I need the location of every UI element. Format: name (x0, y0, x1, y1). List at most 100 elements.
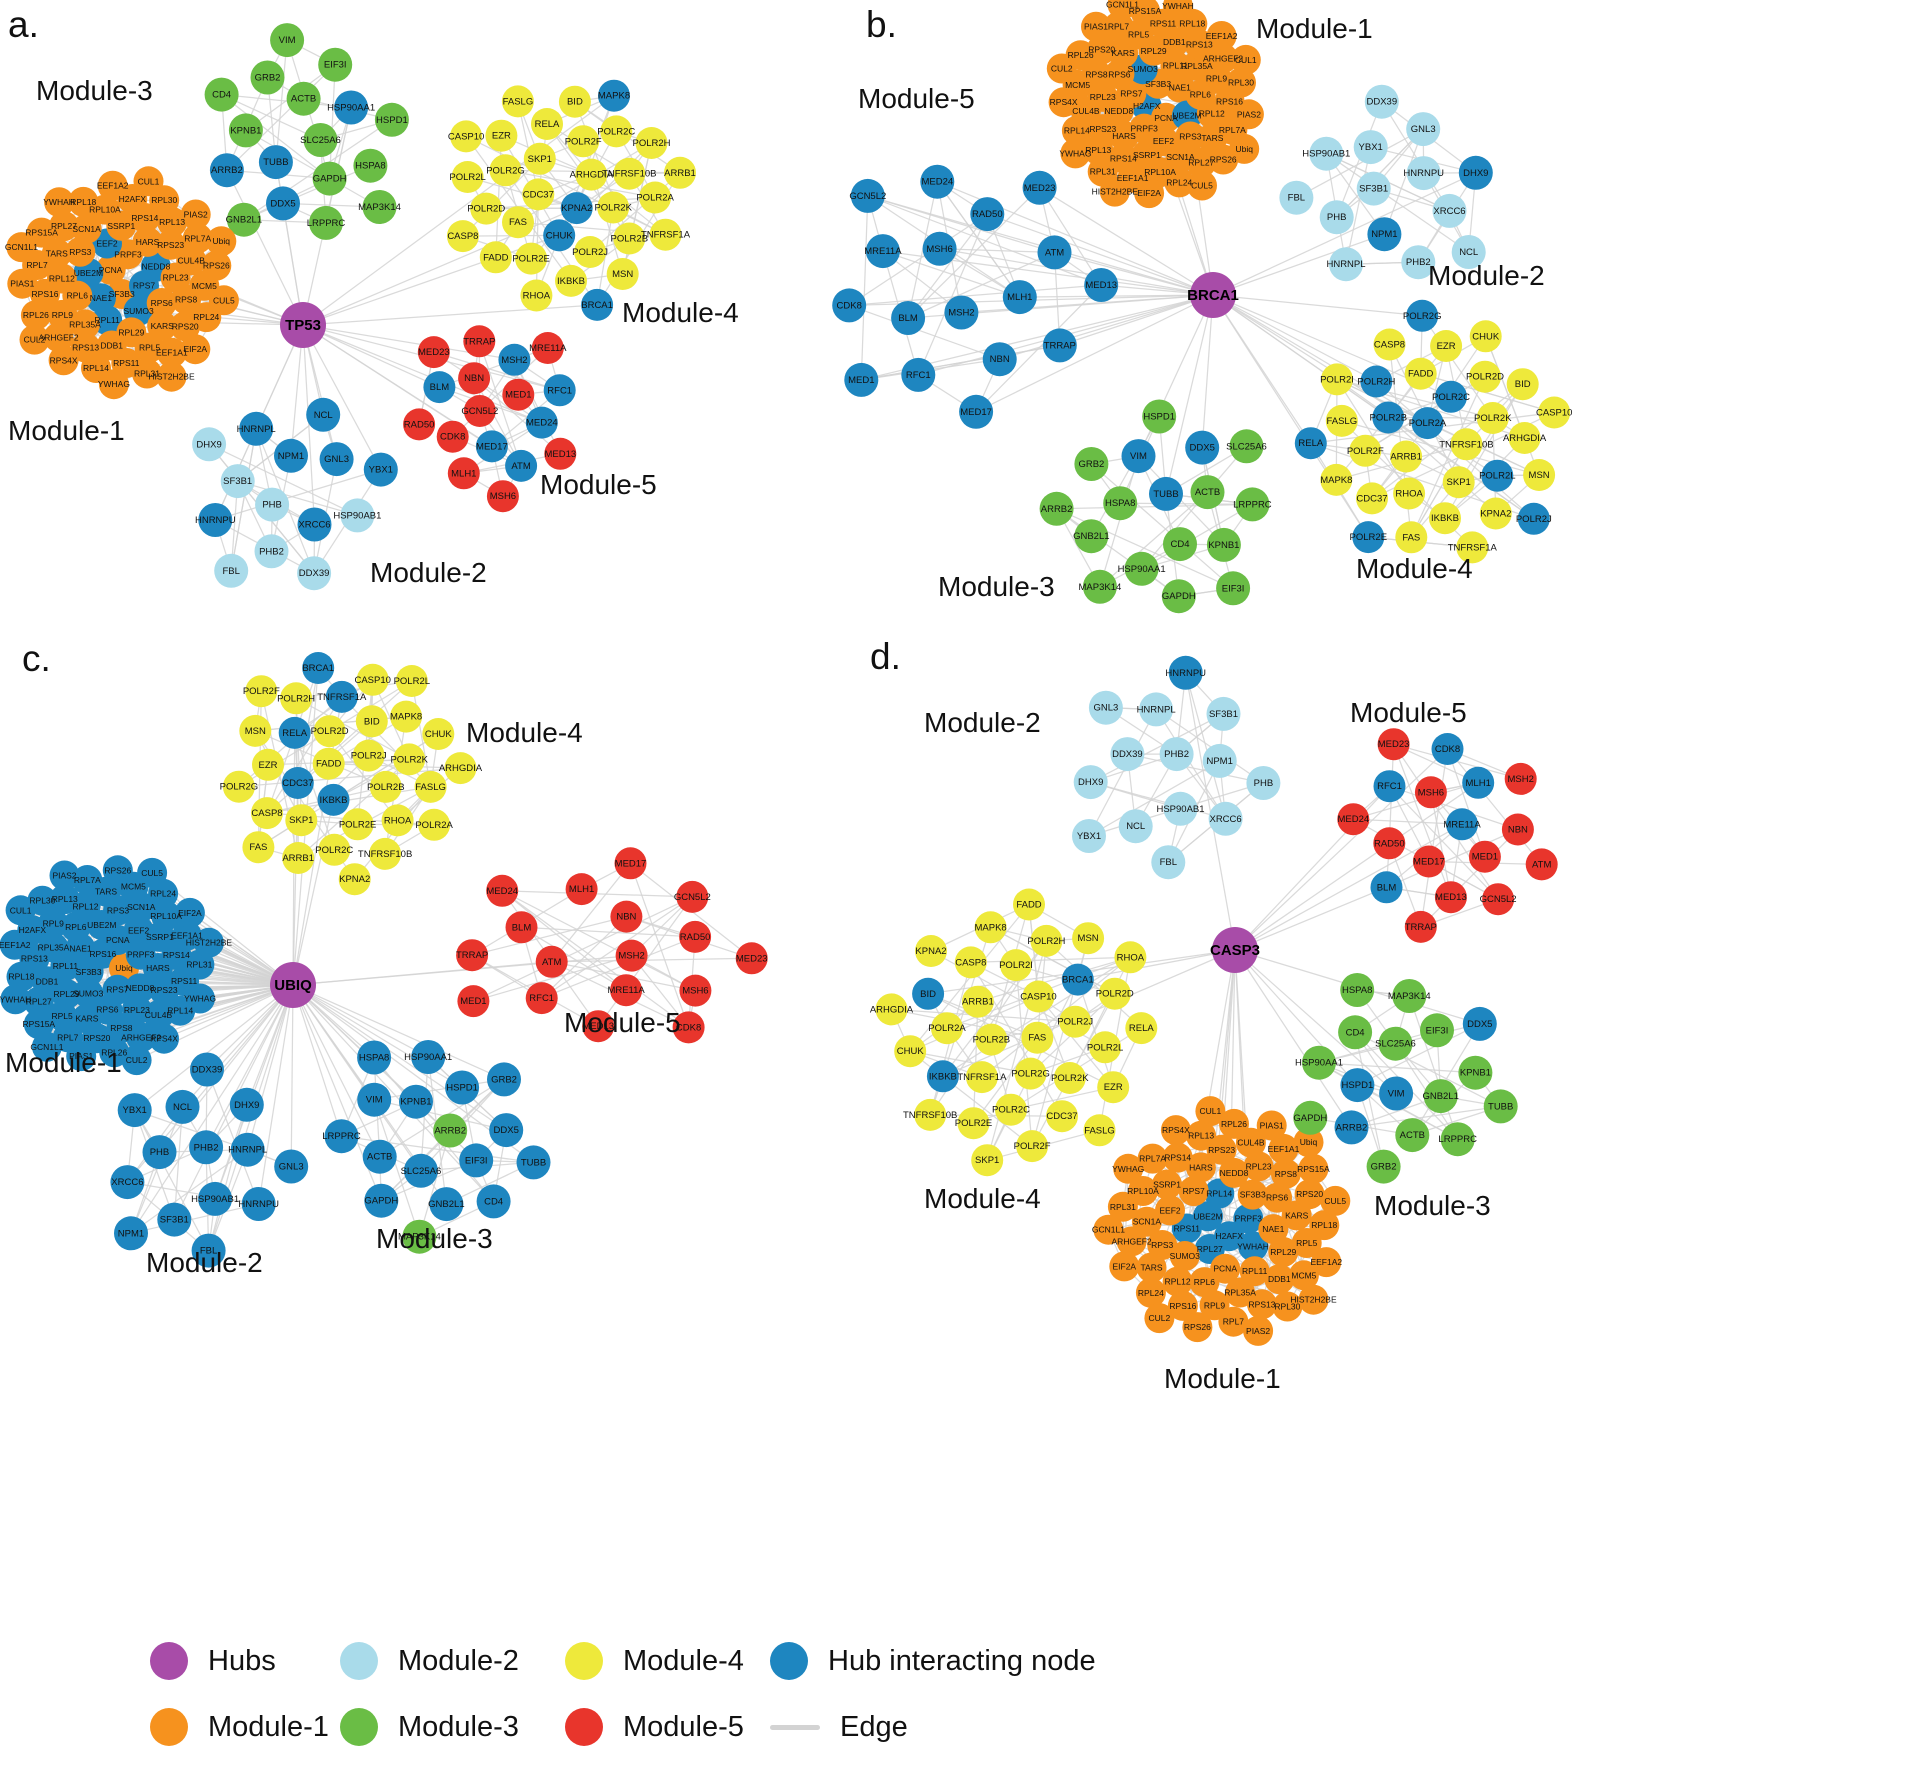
node-label: HSPD1 (446, 1083, 478, 1094)
node-label: MAPK8 (974, 922, 1006, 933)
node-label: RPL31 (134, 369, 160, 379)
node-label: EEF1A1 (1117, 173, 1149, 183)
node-label: MCM5 (192, 281, 217, 291)
node-label: MAP3K14 (358, 202, 401, 213)
node-polr2d (470, 192, 503, 225)
node-label: HIST2H2BE (186, 938, 233, 948)
legend-label: Module-2 (398, 1644, 519, 1677)
node-cul2 (19, 324, 50, 355)
node-label: DDX39 (192, 1065, 223, 1076)
node-label: MED17 (960, 407, 992, 418)
node-polr2j (1517, 502, 1550, 535)
node-label: PHB2 (1406, 257, 1431, 268)
node-label: MSN (245, 726, 266, 737)
node-polr2i (1000, 949, 1032, 982)
node-atm (505, 449, 538, 482)
node-lrpprc (324, 1119, 359, 1154)
node-rps26 (201, 250, 232, 281)
node-polr2d (1098, 977, 1131, 1010)
node-label: FASLG (415, 782, 446, 793)
node-label: PHB2 (259, 546, 284, 557)
node-eif2a (1109, 1251, 1140, 1282)
node-label: SKP1 (975, 1155, 999, 1166)
node-label: KARS (151, 321, 174, 331)
node-label: DDB1 (36, 976, 59, 986)
node-label: POLR2B (973, 1035, 1011, 1046)
node-label: RPS8 (1085, 70, 1107, 80)
node-polr2e (341, 808, 374, 841)
node-label: POLR2F (1014, 1141, 1051, 1152)
node-rps26 (102, 855, 133, 886)
node-dhx9 (192, 427, 227, 462)
node-label: RELA (282, 728, 307, 739)
node-msh6 (1414, 776, 1447, 809)
node-arhgdia (875, 993, 908, 1026)
node-rps4x (1160, 1115, 1191, 1146)
node-label: IKBKB (320, 795, 348, 806)
node-label: RPS3 (107, 906, 129, 916)
node-lrpprc (309, 205, 343, 240)
legend-label: Hub interacting node (828, 1644, 1096, 1677)
node-msh2 (498, 343, 531, 376)
node-casp10 (356, 663, 389, 696)
node-label: RPL11 (95, 315, 121, 325)
node-med17 (959, 394, 994, 429)
node-polr2e (957, 1107, 990, 1140)
node-fas (1395, 521, 1428, 554)
node-rps4x (149, 1023, 179, 1054)
node-polr2h (280, 682, 313, 715)
node-label: ACTB (1195, 487, 1220, 498)
node-rps6 (146, 288, 177, 318)
node-label: MLH1 (451, 468, 476, 479)
node-label: MSH6 (1418, 787, 1444, 798)
node-label: RPS7 (1120, 88, 1142, 98)
node-label: MCM5 (121, 882, 146, 892)
legend-label: Module-5 (623, 1710, 744, 1743)
node-label: POLR2I (1320, 374, 1354, 385)
node-cd4 (1163, 527, 1197, 562)
node-label: RPL29 (54, 989, 80, 999)
node-label: POLR2J (1516, 514, 1552, 525)
node-label: CUL1 (138, 176, 160, 186)
node-polr2e (1352, 521, 1385, 554)
node-rps15a (23, 1009, 54, 1040)
node-label: RPS26 (104, 865, 131, 875)
node-arrb1 (961, 985, 994, 1018)
node-label: MSH6 (682, 986, 708, 997)
node-rpl10a (151, 900, 182, 931)
node-arhgef2 (1208, 43, 1239, 74)
node-label: FADD (1016, 900, 1041, 911)
node-label: MAP3K14 (1388, 991, 1431, 1002)
node-label: POLR2G (486, 165, 525, 176)
legend-item-module-3: Module-3 (340, 1708, 565, 1746)
node-label: SSRP1 (1133, 150, 1161, 160)
node-label: RPL11 (1242, 1266, 1268, 1276)
node-label: POLR2C (1432, 392, 1470, 403)
node-label: YBX1 (369, 465, 393, 476)
node-label: POLR2H (277, 693, 315, 704)
panel-letter-b: b. (866, 4, 897, 45)
node-label: HIST2H2BE (148, 372, 195, 382)
node-actb (286, 81, 321, 116)
node-label: SLC25A6 (1226, 441, 1267, 452)
node-label: SUMO3 (123, 306, 154, 316)
node-label: RPL30 (1228, 78, 1254, 88)
node-label: RPL30 (151, 195, 177, 205)
node-label: POLR2A (415, 820, 453, 831)
node-sf3b3 (1237, 1179, 1268, 1210)
node-label: FASLG (1084, 1125, 1115, 1136)
node-fas (1021, 1021, 1054, 1054)
node-xrcc6 (1432, 193, 1467, 228)
node-med1 (1468, 840, 1501, 873)
node-rad50 (403, 408, 436, 441)
node-trrap (456, 939, 489, 972)
node-label: RPL10A (150, 911, 182, 921)
node-label: TRRAP (463, 336, 495, 347)
node-label: RPL23 (1246, 1161, 1272, 1171)
node-label: ARRB2 (1041, 504, 1073, 515)
node-label: HNRNPL (228, 1145, 267, 1156)
node-tnfrsf10b (613, 157, 646, 190)
node-label: POLR2C (992, 1105, 1030, 1116)
node-label: RAD50 (972, 209, 1003, 220)
node-med23 (735, 942, 768, 975)
